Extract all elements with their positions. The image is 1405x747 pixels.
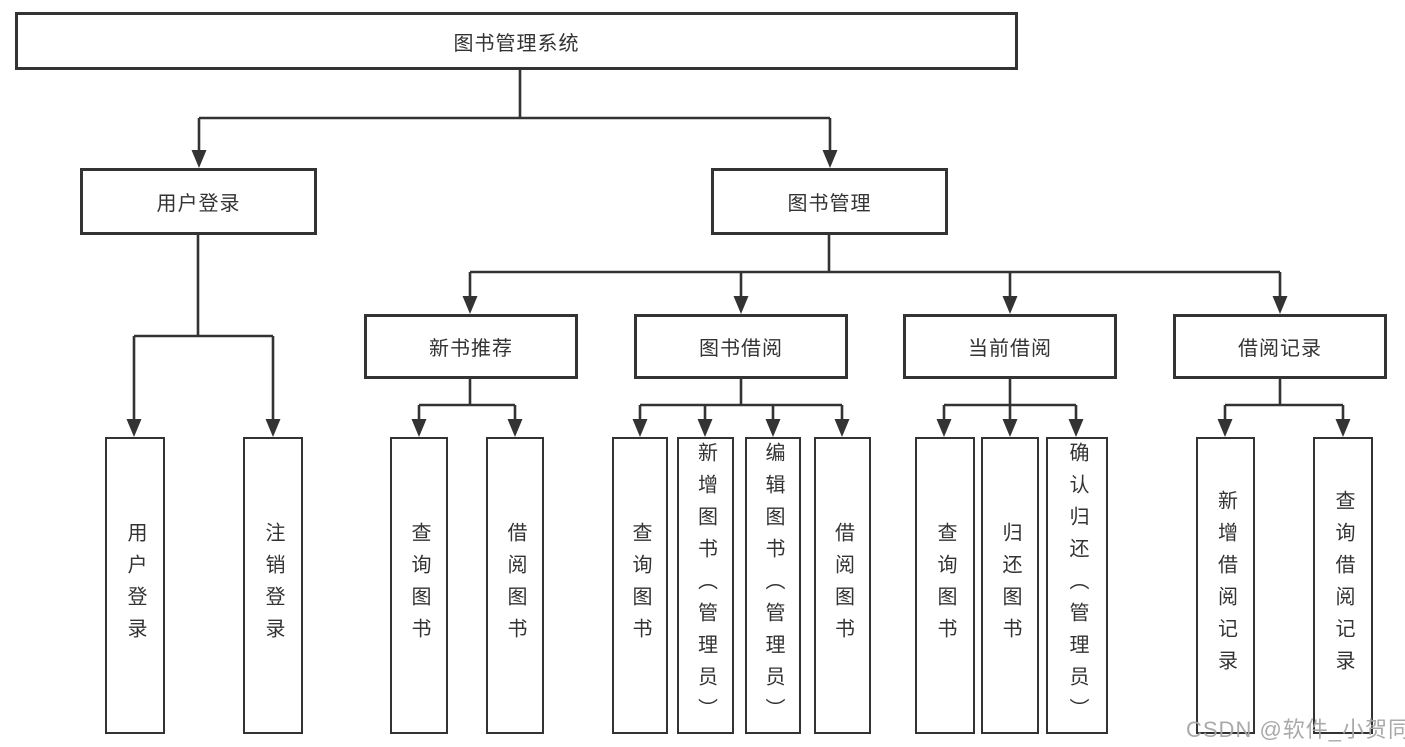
leaf-query-borrow-record: 查询借阅记录 [1313, 437, 1373, 734]
leaf-return-books: 归还图书 [981, 437, 1039, 734]
leaf-edit-books-admin: 编辑图书（管理员） [745, 437, 801, 734]
node-current-borrow: 当前借阅 [903, 314, 1117, 379]
leaf-add-borrow-record: 新增借阅记录 [1196, 437, 1255, 734]
node-book-borrow: 图书借阅 [634, 314, 848, 379]
node-borrow-records-label: 借阅记录 [1238, 338, 1322, 360]
arrowheads [126, 118, 1351, 437]
node-root-label: 图书管理系统 [453, 32, 580, 55]
leaf-user-login: 用户登录 [105, 437, 165, 734]
leaf-query-books-borrow: 查询图书 [612, 437, 668, 734]
leaf-borrow-books: 借阅图书 [814, 437, 871, 734]
elbow-lines [134, 70, 1343, 407]
node-borrow-records: 借阅记录 [1173, 314, 1387, 379]
node-book-management: 图书管理 [711, 168, 948, 235]
node-book-borrow-label: 图书借阅 [699, 338, 783, 360]
leaf-logout: 注销登录 [243, 437, 303, 734]
node-new-book-recommend: 新书推荐 [364, 314, 578, 379]
node-user-login: 用户登录 [80, 168, 317, 235]
watermark-text: CSDN @软件_小贺同学 [1186, 717, 1405, 742]
leaf-borrow-books-recommend: 借阅图书 [486, 437, 544, 734]
leaf-confirm-return-admin: 确认归还（管理员） [1046, 437, 1108, 734]
leaf-add-books-admin: 新增图书（管理员） [677, 437, 734, 734]
node-book-management-label: 图书管理 [787, 193, 872, 215]
leaf-query-books-recommend: 查询图书 [390, 437, 448, 734]
node-new-book-recommend-label: 新书推荐 [429, 338, 513, 360]
node-user-login-label: 用户登录 [156, 193, 241, 215]
leaf-query-books-current: 查询图书 [915, 437, 975, 734]
node-root: 图书管理系统 [15, 12, 1018, 70]
node-current-borrow-label: 当前借阅 [968, 338, 1052, 360]
